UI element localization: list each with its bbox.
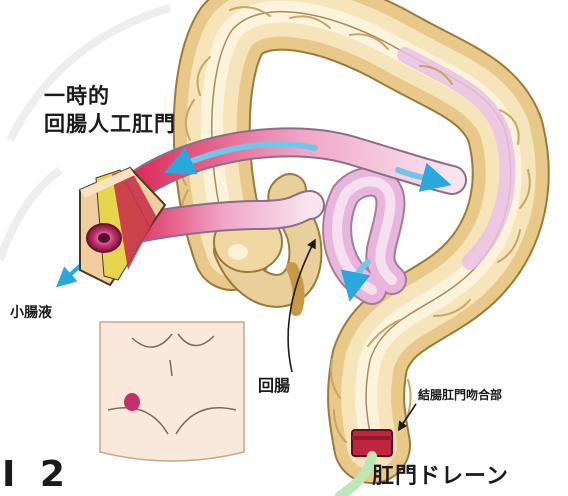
anal-drain-label: 肛門ドレーン — [372, 458, 509, 490]
stoma-title: 一時的 回腸人工肛門 — [44, 82, 176, 138]
stoma-title-line2: 回腸人工肛門 — [44, 110, 176, 138]
small-intestine-fluid-label: 小腸液 — [10, 302, 52, 322]
ileum-label: 回腸 — [258, 372, 290, 396]
abdomen-inset — [100, 322, 244, 461]
anastomosis-label: 結腸肛門吻合部 — [418, 386, 502, 403]
stoma — [87, 224, 121, 252]
stoma-title-line1: 一時的 — [44, 82, 176, 110]
stoma-marker — [124, 393, 140, 411]
sigmoid-loop — [337, 181, 392, 290]
figure-number: I 2 — [2, 454, 71, 495]
